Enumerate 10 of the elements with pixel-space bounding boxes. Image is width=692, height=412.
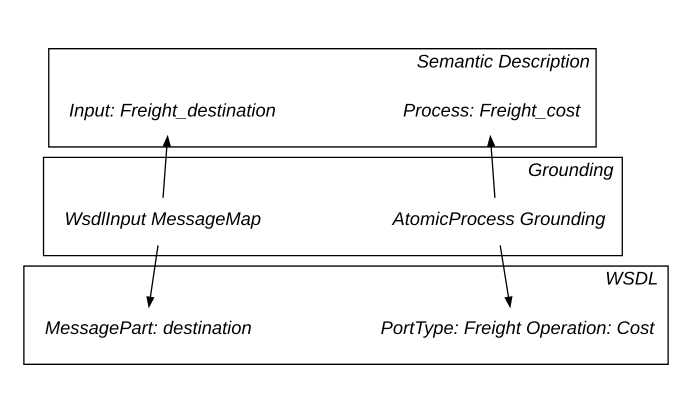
arrow <box>146 244 159 308</box>
node-text: AtomicProcess Grounding <box>392 208 606 229</box>
node-text: MessagePart: destination <box>44 316 252 338</box>
node-text: PortType: Freight Operation: Cost <box>380 316 654 338</box>
node-text: Input: Freight_destination <box>69 98 276 120</box>
node-text: WsdlInput MessageMap <box>64 208 262 229</box>
arrow <box>162 134 171 198</box>
arrow <box>500 244 513 308</box>
node-text: Process: Freight_cost <box>402 98 580 120</box>
arrow <box>487 134 496 198</box>
